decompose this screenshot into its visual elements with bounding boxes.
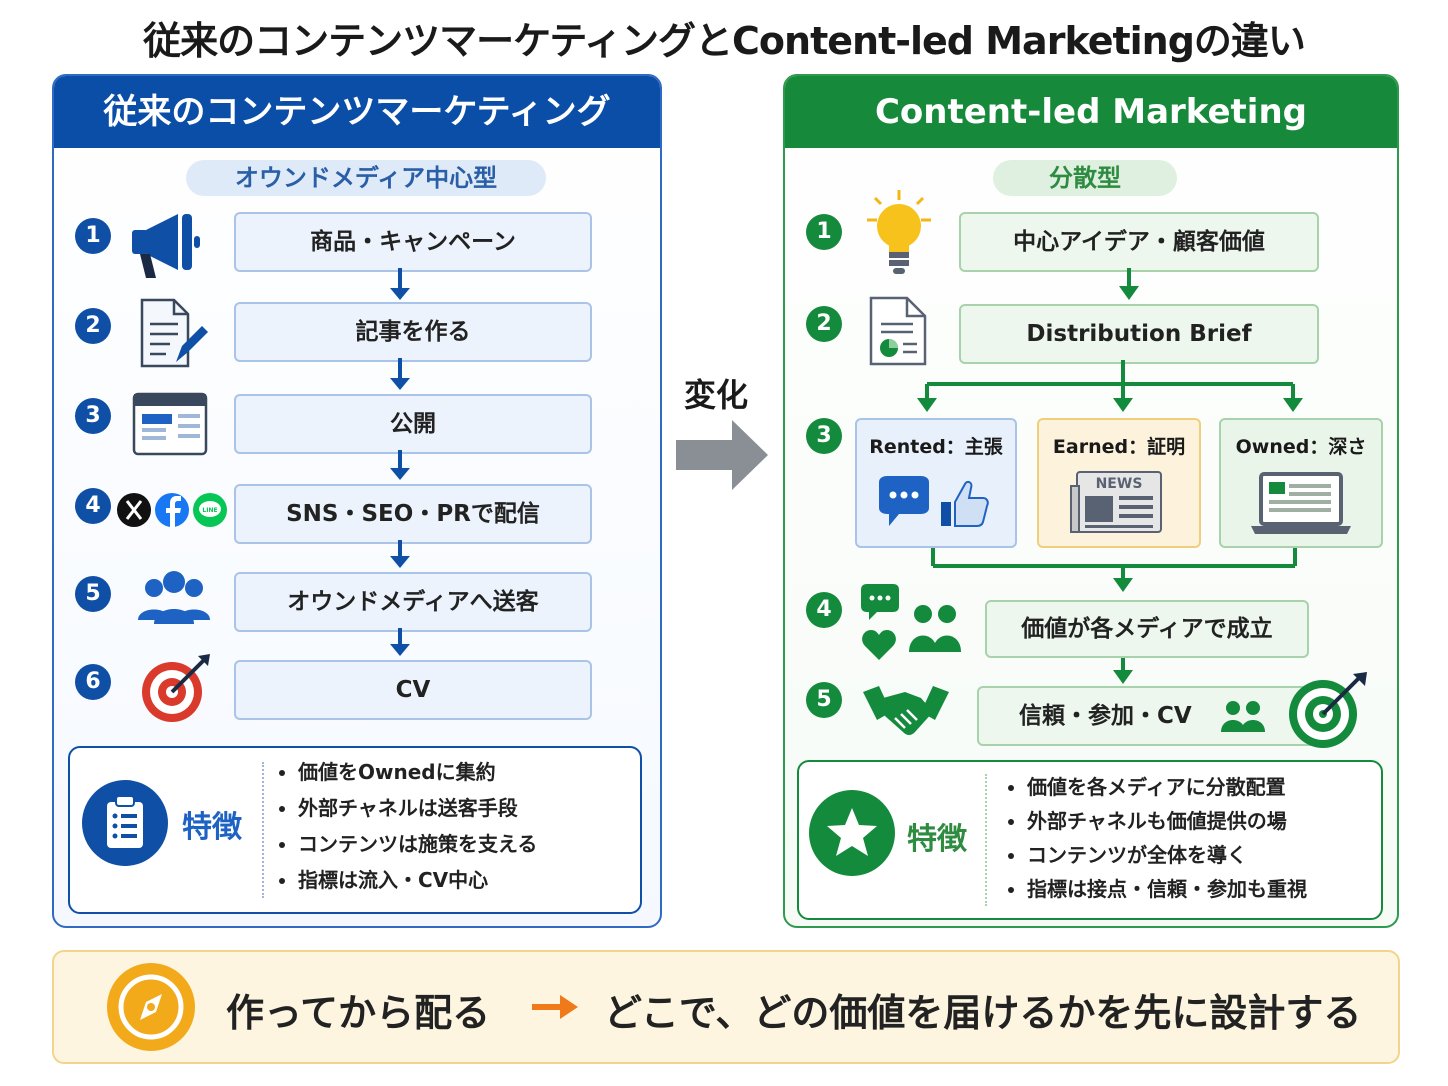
right-step-num: 4 <box>806 592 842 628</box>
right-subtitle: 分散型 <box>993 160 1177 196</box>
right-step-box: 中心アイデア・顧客価値 <box>959 212 1319 272</box>
left-step-num: 4 <box>75 488 111 524</box>
page-title: 従来のコンテンツマーケティングとContent-led Marketingの違い <box>143 19 1306 63</box>
summary-after: どこで、どの価値を届けるかを先に設計する <box>604 991 1362 1035</box>
change-label: 変化 <box>684 376 749 414</box>
left-step-box: オウンドメディアへ送客 <box>234 572 592 632</box>
x-icon <box>117 493 151 527</box>
people-pair-icon <box>1221 701 1265 732</box>
document-edit-icon <box>140 298 208 368</box>
target-icon <box>142 654 210 722</box>
left-panel: 従来のコンテンツマーケティング オウンドメディア中心型 1 2 3 4 5 6 … <box>52 74 662 928</box>
earned-card: Earned：証明 NEWS <box>1037 418 1201 548</box>
divider <box>985 774 987 906</box>
right-features-list: 価値を各メディアに分散配置 外部チャネルも価値提供の場 コンテンツが全体を導く … <box>1005 770 1307 906</box>
left-step-num: 1 <box>75 218 111 254</box>
left-panel-header: 従来のコンテンツマーケティング <box>54 76 660 148</box>
left-step-box: CV <box>234 660 592 720</box>
divider <box>262 762 264 898</box>
news-icon: NEWS <box>1070 471 1162 533</box>
laptop-icon <box>1251 472 1351 534</box>
left-step-box: SNS・SEO・PRで配信 <box>234 484 592 544</box>
social-icons: LINE <box>117 493 227 528</box>
left-step-num: 3 <box>75 398 111 434</box>
change-arrow-icon <box>676 420 768 490</box>
right-step-num: 2 <box>806 306 842 342</box>
handshake-icon <box>863 686 949 735</box>
summary-banner: 作ってから配る どこで、どの価値を届けるかを先に設計する <box>52 950 1400 1064</box>
line-icon: LINE <box>193 493 227 527</box>
clipboard-icon <box>82 780 168 866</box>
compass-icon <box>107 963 195 1051</box>
left-features-label: 特徴 <box>182 810 242 845</box>
arrow-right-icon <box>532 995 578 1019</box>
left-step-num: 5 <box>75 576 111 612</box>
news-badge: NEWS <box>1096 476 1143 492</box>
owned-card-label: Owned：深さ <box>1235 436 1367 458</box>
left-step-num: 2 <box>75 308 111 344</box>
feature-item: 指標は流入・CV中心 <box>298 862 537 898</box>
feature-item: コンテンツが全体を導く <box>1027 838 1307 872</box>
left-features-list: 価値をOwnedに集約 外部チャネルは送客手段 コンテンツは施策を支える 指標は… <box>276 754 537 898</box>
megaphone-icon <box>132 214 200 278</box>
feature-item: 外部チャネルは送客手段 <box>298 790 537 826</box>
feature-item: コンテンツは施策を支える <box>298 826 537 862</box>
left-features-box: 特徴 価値をOwnedに集約 外部チャネルは送客手段 コンテンツは施策を支える … <box>68 746 642 914</box>
right-step-num: 3 <box>806 418 842 454</box>
star-icon <box>809 790 895 876</box>
right-step-box: Distribution Brief <box>959 304 1319 364</box>
summary-before: 作ってから配る <box>226 991 491 1035</box>
right-panel-header: Content-led Marketing <box>785 76 1397 148</box>
left-subtitle: オウンドメディア中心型 <box>186 160 546 196</box>
target-icon <box>1289 672 1367 748</box>
owned-card: Owned：深さ <box>1219 418 1383 548</box>
right-features-box: 特徴 価値を各メディアに分散配置 外部チャネルも価値提供の場 コンテンツが全体を… <box>797 760 1383 920</box>
svg-text:LINE: LINE <box>202 507 217 514</box>
feature-item: 価値をOwnedに集約 <box>298 754 537 790</box>
document-chart-icon <box>869 296 927 366</box>
left-step-box: 商品・キャンペーン <box>234 212 592 272</box>
rented-card: Rented：主張 <box>855 418 1017 548</box>
feature-item: 価値を各メディアに分散配置 <box>1027 770 1307 804</box>
right-step-num: 5 <box>806 682 842 718</box>
left-step-box: 公開 <box>234 394 592 454</box>
left-step-box: 記事を作る <box>234 302 592 362</box>
left-flow-arrows <box>390 268 410 656</box>
right-step-num: 1 <box>806 214 842 250</box>
feature-item: 外部チャネルも価値提供の場 <box>1027 804 1307 838</box>
left-step-num: 6 <box>75 664 111 700</box>
chat-heart-people-icon <box>861 584 961 660</box>
right-step-label: 信頼・参加・CV <box>1019 703 1192 729</box>
people-icon <box>138 571 210 624</box>
facebook-icon <box>155 493 189 528</box>
lightbulb-icon <box>867 190 931 274</box>
feature-item: 指標は接点・信頼・参加も重視 <box>1027 872 1307 906</box>
right-flow-connectors <box>917 268 1303 684</box>
right-step-box-trust: 信頼・参加・CV <box>977 686 1321 746</box>
right-panel: Content-led Marketing 分散型 1 2 3 4 5 中心アイ… <box>783 74 1399 928</box>
earned-card-label: Earned：証明 <box>1052 436 1186 458</box>
chat-like-icon <box>879 476 989 527</box>
rented-card-label: Rented：主張 <box>869 436 1003 458</box>
web-page-icon <box>132 392 208 456</box>
right-features-label: 特徴 <box>907 822 967 857</box>
right-step-box: 価値が各メディアで成立 <box>985 600 1309 658</box>
